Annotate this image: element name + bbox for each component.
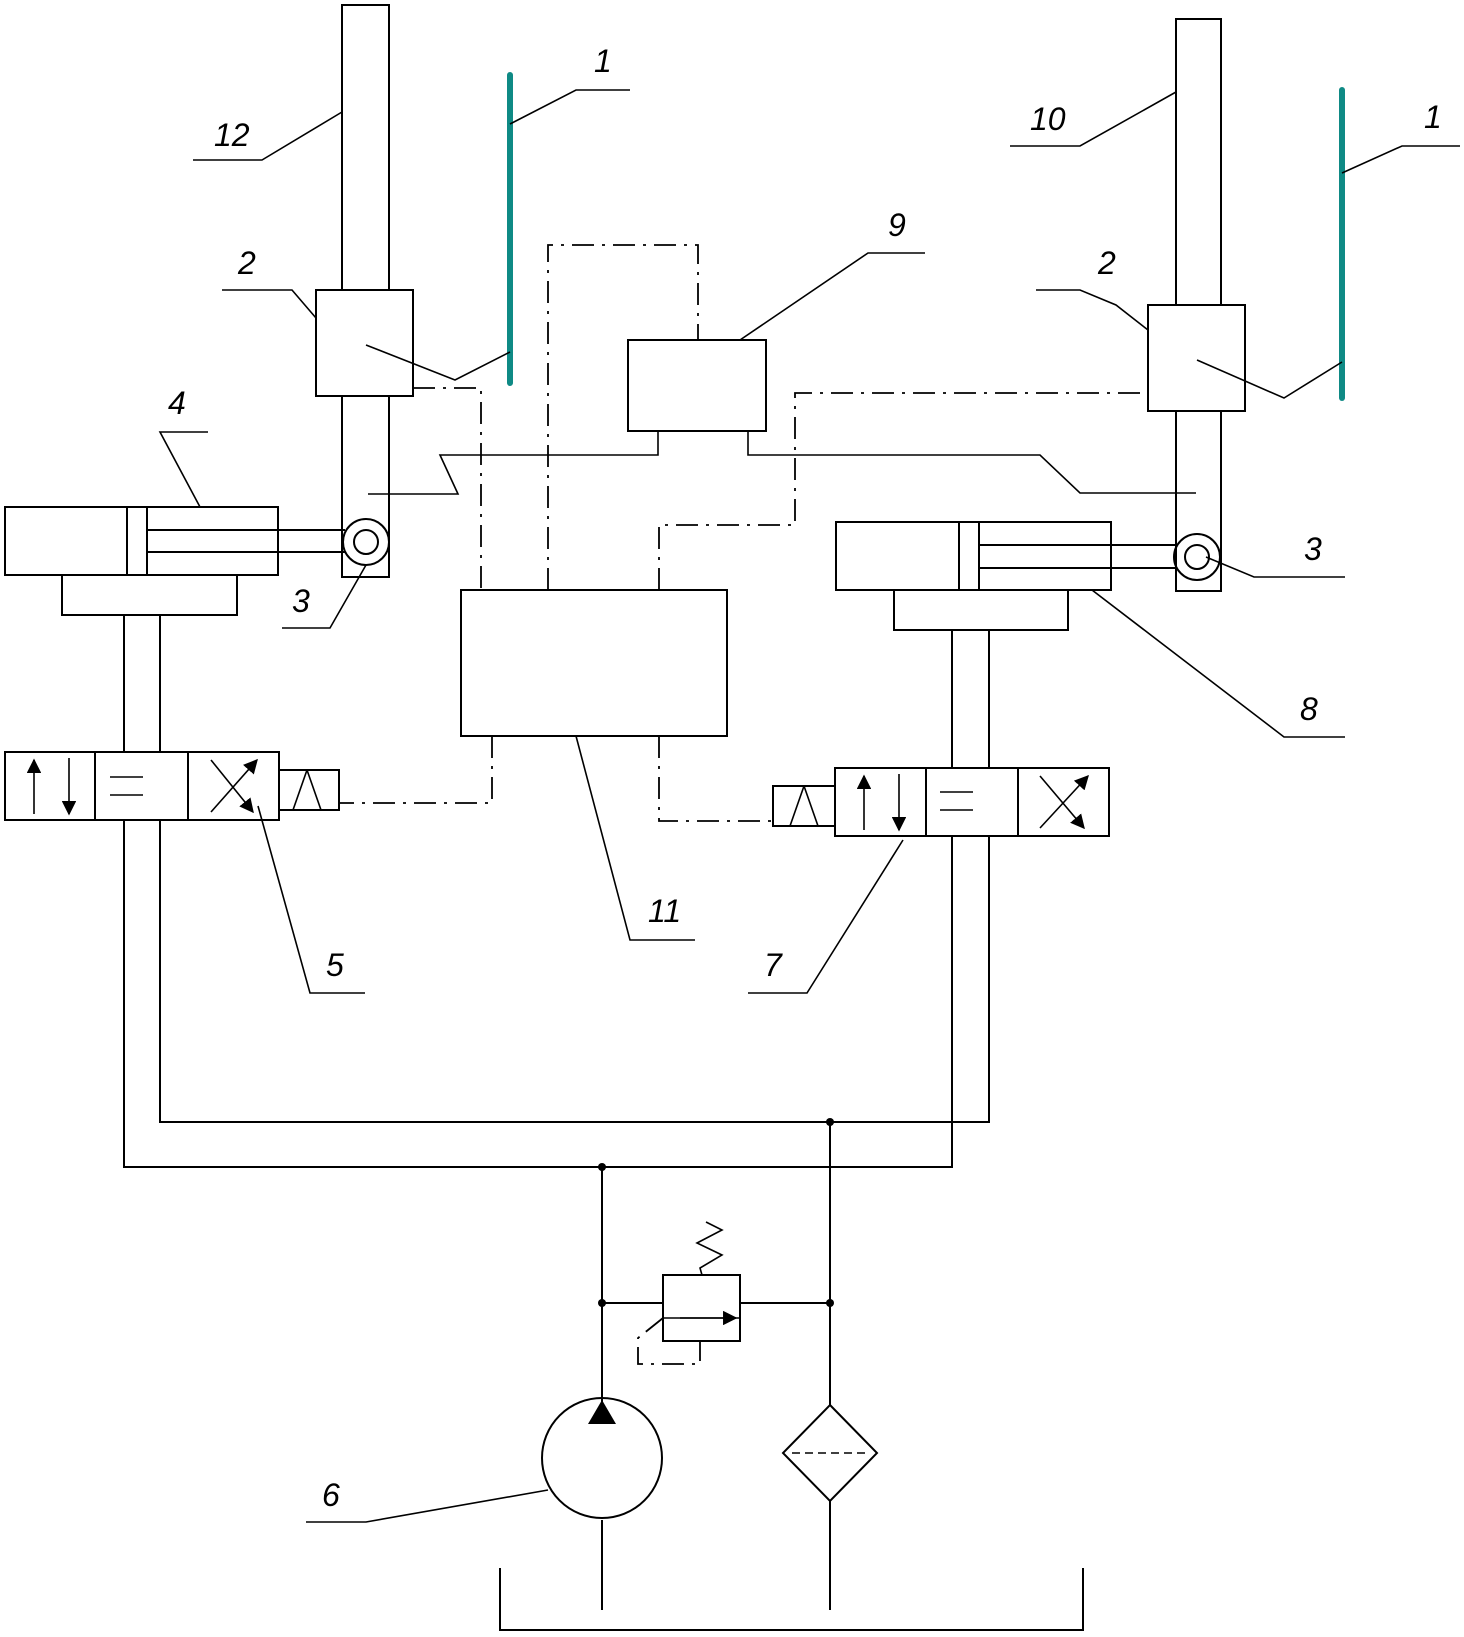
oil-tank (499, 1568, 1084, 1631)
label-2-left: 2 (237, 245, 256, 281)
right-pivot-joint (1173, 533, 1221, 581)
label-11: 11 (648, 893, 681, 929)
hydraulic-pump (541, 1397, 663, 1519)
label-6: 6 (322, 1477, 340, 1513)
junction-dots (598, 1118, 834, 1307)
reference-labels: 12 1 2 4 3 9 10 1 2 3 8 11 5 7 6 (168, 43, 1442, 1513)
label-3-left: 3 (292, 583, 310, 619)
label-2-right: 2 (1097, 245, 1116, 281)
control-links (339, 244, 1148, 822)
label-8: 8 (1300, 691, 1318, 727)
label-12: 12 (214, 117, 250, 153)
label-9: 9 (888, 207, 906, 243)
hydraulic-lines (123, 615, 990, 1610)
left-directional-valve (4, 751, 340, 821)
relief-valve (637, 1221, 741, 1365)
left-hydraulic-cylinder (4, 506, 345, 616)
leader-lines (158, 89, 1460, 1523)
oil-filter (781, 1403, 879, 1503)
signal-lines (368, 431, 1196, 495)
label-10: 10 (1030, 101, 1066, 137)
label-7: 7 (764, 947, 783, 983)
right-carriage-block (1147, 304, 1246, 412)
right-directional-valve (772, 767, 1110, 837)
right-hydraulic-cylinder (835, 521, 1176, 631)
label-1-left: 1 (594, 43, 612, 79)
label-5: 5 (326, 947, 344, 983)
control-unit-11 (460, 589, 728, 737)
label-3-right: 3 (1304, 531, 1322, 567)
label-1-right: 1 (1424, 99, 1442, 135)
label-4: 4 (168, 385, 186, 421)
left-carriage-block (315, 289, 414, 397)
sensor-unit-9 (627, 339, 767, 432)
